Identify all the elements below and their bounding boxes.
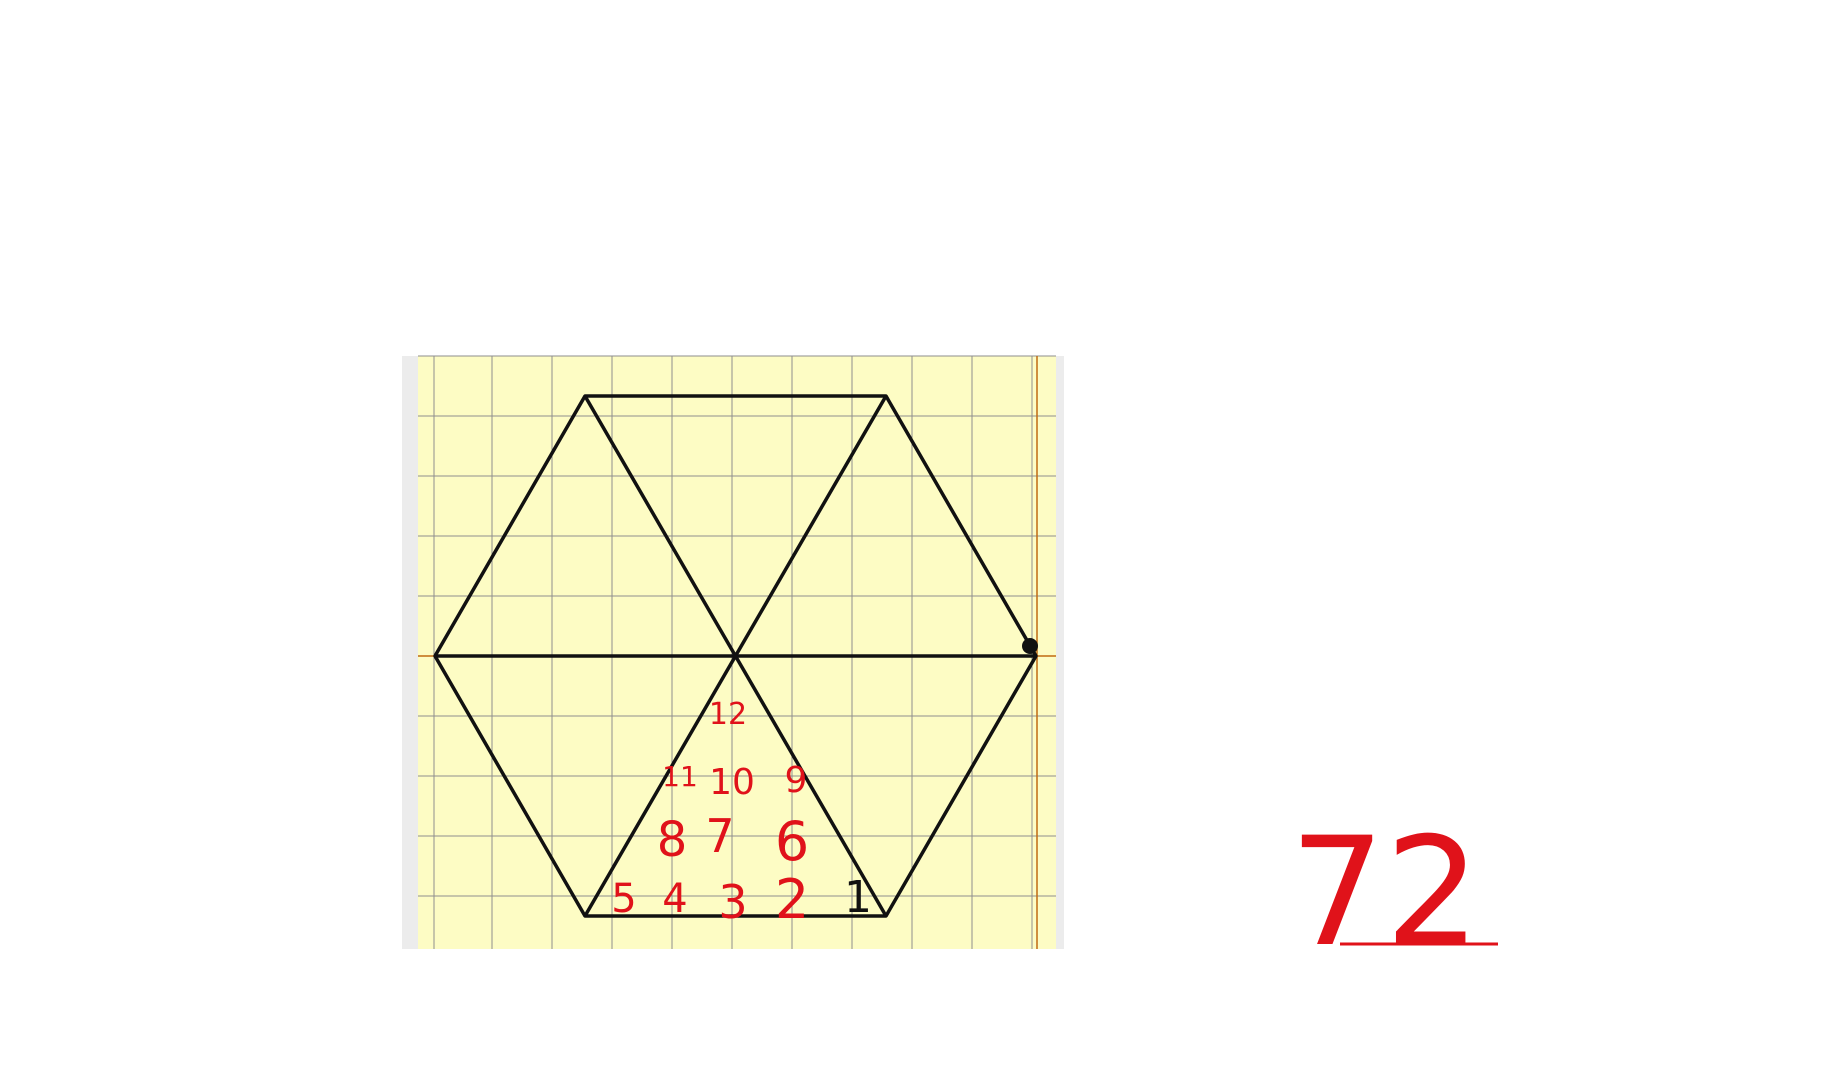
diagonal-falling [583,395,888,917]
answer-value: 72 [1290,806,1481,980]
count-label-5: 5 [611,876,636,922]
hexagon-figure [433,394,1038,918]
count-label-7: 7 [705,809,734,863]
vertex-dot [1022,638,1038,654]
count-label-9: 9 [785,760,808,801]
count-label-1: 1 [844,872,872,923]
count-label-11: 11 [662,760,698,793]
count-label-12: 12 [709,697,747,732]
triangle-count-labels: 12 11 10 9 8 7 6 5 4 3 2 1 [611,697,872,931]
count-label-2: 2 [775,868,809,931]
paper-right-border [1056,356,1064,949]
count-label-6: 6 [775,810,809,873]
answer-annotation: 72 [1290,806,1498,980]
count-label-8: 8 [657,812,688,868]
count-label-10: 10 [709,762,755,803]
count-label-3: 3 [718,875,747,929]
count-label-4: 4 [662,876,687,922]
